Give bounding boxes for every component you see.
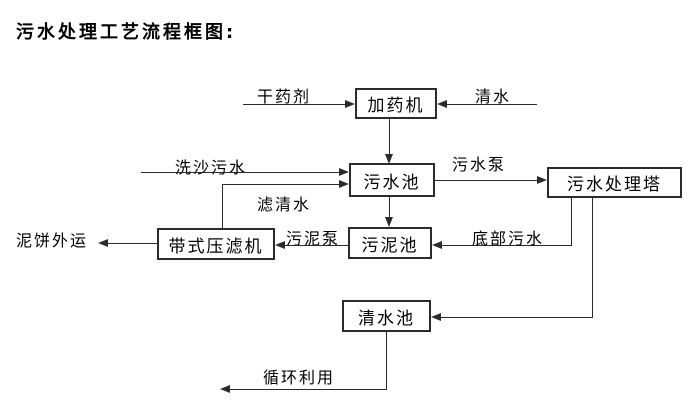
edge-dry-agent-line bbox=[243, 104, 345, 105]
edge-dosing-to-sewage-line bbox=[389, 119, 390, 155]
edge-sewage-to-sludge-line bbox=[389, 197, 390, 218]
edge-recycling-hline bbox=[230, 389, 387, 390]
arrowhead-left-icon bbox=[437, 100, 447, 108]
edge-tower-to-clean-vline bbox=[592, 198, 593, 318]
arrowhead-left-icon bbox=[431, 313, 441, 321]
flow-label-sludge-pump: 污泥泵 bbox=[286, 229, 341, 248]
node-clean-water-pool-label: 清水池 bbox=[358, 308, 415, 329]
arrowhead-down-icon bbox=[385, 154, 393, 164]
page-title: 污水处理工艺流程框图: bbox=[16, 22, 237, 43]
node-clean-water-pool: 清水池 bbox=[342, 300, 431, 332]
arrowhead-right-icon bbox=[345, 100, 355, 108]
flow-label-recycling: 循环利用 bbox=[263, 368, 336, 387]
node-belt-filter-press: 带式压滤机 bbox=[157, 228, 275, 260]
node-dosing-machine-label: 加药机 bbox=[367, 96, 425, 116]
node-sewage-pool-label: 污水池 bbox=[363, 172, 421, 193]
edge-filtered-water-hline bbox=[222, 184, 339, 185]
edge-sewage-pump-line bbox=[435, 180, 537, 181]
flow-label-bottom-sewage: 底部污水 bbox=[472, 229, 545, 248]
node-dosing-machine: 加药机 bbox=[355, 88, 437, 119]
arrowhead-right-icon bbox=[537, 176, 547, 184]
edge-mud-cake-line bbox=[108, 243, 157, 244]
flow-label-sewage-pump: 污水泵 bbox=[452, 155, 507, 174]
flow-label-sand-washing-sewage: 洗沙污水 bbox=[175, 158, 248, 177]
edge-clean-water-line bbox=[447, 104, 537, 105]
edge-bottom-sewage-hline bbox=[442, 245, 572, 246]
arrowhead-right-icon bbox=[339, 180, 349, 188]
arrowhead-left-icon bbox=[432, 241, 442, 249]
flow-label-dry-agent: 干药剂 bbox=[257, 87, 312, 106]
flow-label-clean-water: 清水 bbox=[475, 87, 512, 106]
edge-filtered-water-vline bbox=[222, 184, 223, 228]
flow-label-filtered-water: 滤清水 bbox=[257, 195, 312, 214]
node-sludge-pool: 污泥池 bbox=[348, 227, 432, 259]
arrowhead-down-icon bbox=[385, 217, 393, 227]
edge-sand-washing-line bbox=[141, 172, 339, 173]
arrowhead-left-icon bbox=[275, 241, 285, 249]
edge-recycling-vline bbox=[386, 332, 387, 390]
arrowhead-left-icon bbox=[98, 239, 108, 247]
edge-tower-to-clean-hline bbox=[441, 317, 593, 318]
node-treatment-tower-label: 污水处理塔 bbox=[567, 175, 662, 195]
node-belt-filter-press-label: 带式压滤机 bbox=[168, 236, 264, 257]
flow-label-mud-cake-outbound: 泥饼外运 bbox=[16, 231, 89, 250]
node-sewage-pool: 污水池 bbox=[349, 163, 435, 197]
node-sludge-pool-label: 污泥池 bbox=[361, 235, 419, 256]
edge-sludge-pump-line bbox=[285, 245, 348, 246]
arrowhead-right-icon bbox=[339, 168, 349, 176]
node-treatment-tower: 污水处理塔 bbox=[547, 167, 682, 198]
edge-bottom-sewage-vline bbox=[571, 198, 572, 246]
arrowhead-left-icon bbox=[220, 385, 230, 393]
